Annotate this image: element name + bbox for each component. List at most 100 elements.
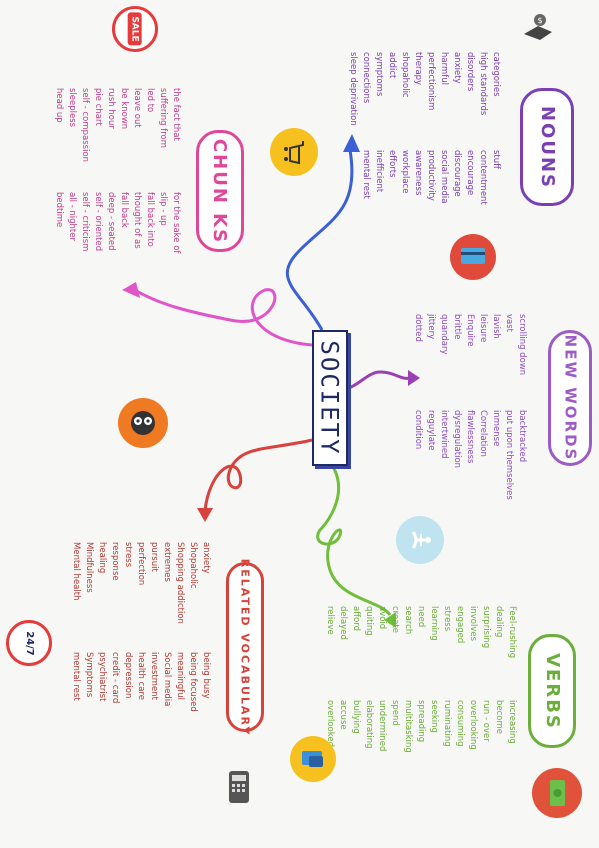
list-item: leave out bbox=[132, 88, 142, 128]
list-item: search bbox=[403, 606, 413, 635]
list-item: credit - card bbox=[110, 652, 120, 704]
verbs-title: VERBS bbox=[541, 652, 563, 730]
list-item: contentment bbox=[478, 150, 488, 205]
list-item: afford bbox=[351, 606, 361, 632]
list-item: surprising bbox=[481, 606, 491, 649]
arrow-head-nouns bbox=[343, 134, 360, 152]
list-item: pursuit bbox=[149, 542, 159, 572]
list-item: pie chart bbox=[93, 88, 103, 126]
list-item: consuming bbox=[455, 700, 465, 747]
list-item: rush hour bbox=[106, 88, 116, 129]
list-item: bedtime bbox=[54, 192, 64, 228]
list-item: Shopaholic bbox=[188, 542, 198, 589]
list-item: psychiatrist bbox=[97, 652, 107, 702]
list-item: need bbox=[416, 606, 426, 628]
list-item: engaged bbox=[455, 606, 465, 644]
list-item: run - over bbox=[481, 700, 491, 742]
list-item: addict bbox=[387, 52, 397, 79]
list-item: reguylate bbox=[426, 410, 436, 451]
list-item: sleepless bbox=[67, 88, 77, 128]
sale-tag-icon: SALE bbox=[112, 6, 158, 52]
svg-text:$: $ bbox=[537, 16, 542, 25]
list-item: condition bbox=[413, 410, 423, 450]
list-item: spend bbox=[390, 700, 400, 726]
owl-icon bbox=[118, 398, 168, 448]
list-item: put upon themselves bbox=[504, 410, 514, 500]
list-item: for the sake of bbox=[171, 192, 181, 254]
list-item: awareness bbox=[413, 150, 423, 196]
cash-icon bbox=[532, 768, 582, 818]
list-item: bullying bbox=[351, 700, 361, 734]
arrow-to-new-words bbox=[343, 370, 411, 392]
list-item: symptoms bbox=[374, 52, 384, 97]
new-words-title-box: NEW WORDS bbox=[548, 330, 592, 466]
list-item: be known bbox=[119, 88, 129, 130]
list-item: delayed bbox=[338, 606, 348, 640]
list-item: workplace bbox=[400, 150, 410, 194]
list-item: multitasking bbox=[403, 700, 413, 753]
list-item: stress bbox=[123, 542, 133, 568]
list-item: seeking bbox=[429, 700, 439, 733]
card-payment-icon bbox=[290, 736, 336, 782]
list-item: lavish bbox=[491, 314, 501, 339]
list-item: deep - seated bbox=[106, 192, 116, 251]
list-item: the fact that bbox=[171, 88, 181, 141]
list-item: leisure bbox=[478, 314, 488, 343]
list-item: self - criticism bbox=[80, 192, 90, 252]
list-item: intertwined bbox=[439, 410, 449, 459]
list-item: Symptoms bbox=[84, 652, 94, 698]
list-item: quiting bbox=[364, 606, 374, 636]
list-item: social media bbox=[439, 150, 449, 204]
list-item: ruminating bbox=[442, 700, 452, 747]
list-item: extremes bbox=[162, 542, 172, 582]
arrow-to-chunks bbox=[134, 288, 313, 347]
calculator-phone-icon bbox=[222, 766, 256, 808]
list-item: Feel-rushing bbox=[507, 606, 517, 659]
list-item: elaborating bbox=[364, 700, 374, 749]
related-title: RELATED VOCABULARY bbox=[238, 558, 252, 736]
list-item: response bbox=[110, 542, 120, 581]
list-item: stuff bbox=[491, 150, 501, 170]
arrow-to-verbs bbox=[316, 461, 392, 616]
list-item: depression bbox=[123, 652, 133, 699]
related-title-box: RELATED VOCABULARY bbox=[226, 558, 264, 736]
list-item: quandary bbox=[439, 314, 449, 355]
list-item: discourage bbox=[452, 150, 462, 197]
new-words-title: NEW WORDS bbox=[561, 334, 580, 462]
arrow-head-chunks bbox=[122, 282, 140, 298]
arrow-to-related bbox=[203, 438, 313, 511]
list-item: dysregulation bbox=[452, 410, 462, 469]
list-item: self - compassion bbox=[80, 88, 90, 163]
credit-card-icon bbox=[450, 234, 496, 280]
list-item: dealing bbox=[494, 606, 504, 638]
nouns-title: NOUNS bbox=[536, 105, 558, 189]
list-item: shopaholic bbox=[400, 52, 410, 98]
list-item: involves bbox=[468, 606, 478, 642]
list-item: fall back into bbox=[145, 192, 155, 247]
list-item: suffering from bbox=[158, 88, 168, 149]
list-item: create bbox=[390, 606, 400, 633]
list-item: Mental health bbox=[71, 542, 81, 601]
list-item: learning bbox=[429, 606, 439, 641]
list-item: Social media bbox=[162, 652, 172, 707]
list-item: Enquire bbox=[465, 314, 475, 347]
list-item: inmense bbox=[491, 410, 501, 447]
list-item: connections bbox=[361, 52, 371, 104]
chunks-title-box: CHUN KS bbox=[196, 130, 244, 252]
list-item: become bbox=[494, 700, 504, 735]
list-item: accuse bbox=[338, 700, 348, 730]
list-item: relieve bbox=[325, 606, 335, 635]
list-item: perfection bbox=[136, 542, 146, 586]
list-item: categories bbox=[491, 52, 501, 97]
list-item: Correlation bbox=[478, 410, 488, 457]
list-item: backtracked bbox=[517, 410, 527, 463]
list-item: encourage bbox=[465, 150, 475, 196]
arrow-head-related bbox=[197, 508, 213, 522]
